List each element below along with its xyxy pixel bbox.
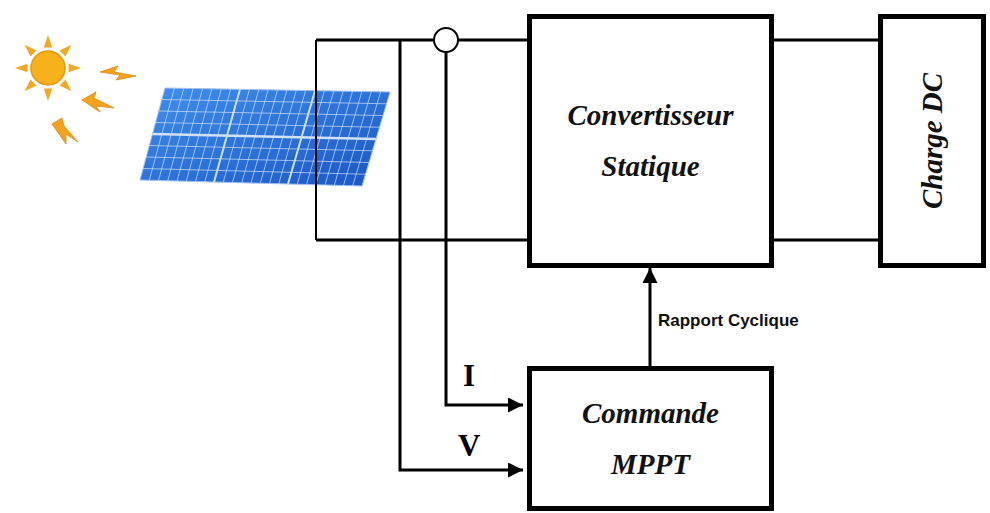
signal-label: V bbox=[458, 428, 480, 464]
load-box: Charge DC bbox=[878, 14, 986, 268]
connector bbox=[649, 268, 652, 366]
sun bbox=[15, 35, 81, 101]
wires bbox=[316, 40, 527, 470]
node-text: Commande MPPT bbox=[543, 388, 758, 490]
current-sensor bbox=[434, 28, 458, 52]
solar-panel bbox=[140, 88, 390, 186]
light-rays bbox=[52, 66, 136, 144]
signal-label: I bbox=[463, 358, 475, 394]
connector bbox=[774, 39, 878, 42]
edge-label: Rapport Cyclique bbox=[656, 311, 801, 331]
connector bbox=[774, 239, 878, 242]
mppt-box: Commande MPPT bbox=[527, 366, 774, 511]
node-text: Convertisseur Statique bbox=[543, 90, 758, 192]
converter-box: Convertisseur Statique bbox=[527, 14, 774, 268]
node-text: Charge DC bbox=[915, 73, 950, 209]
